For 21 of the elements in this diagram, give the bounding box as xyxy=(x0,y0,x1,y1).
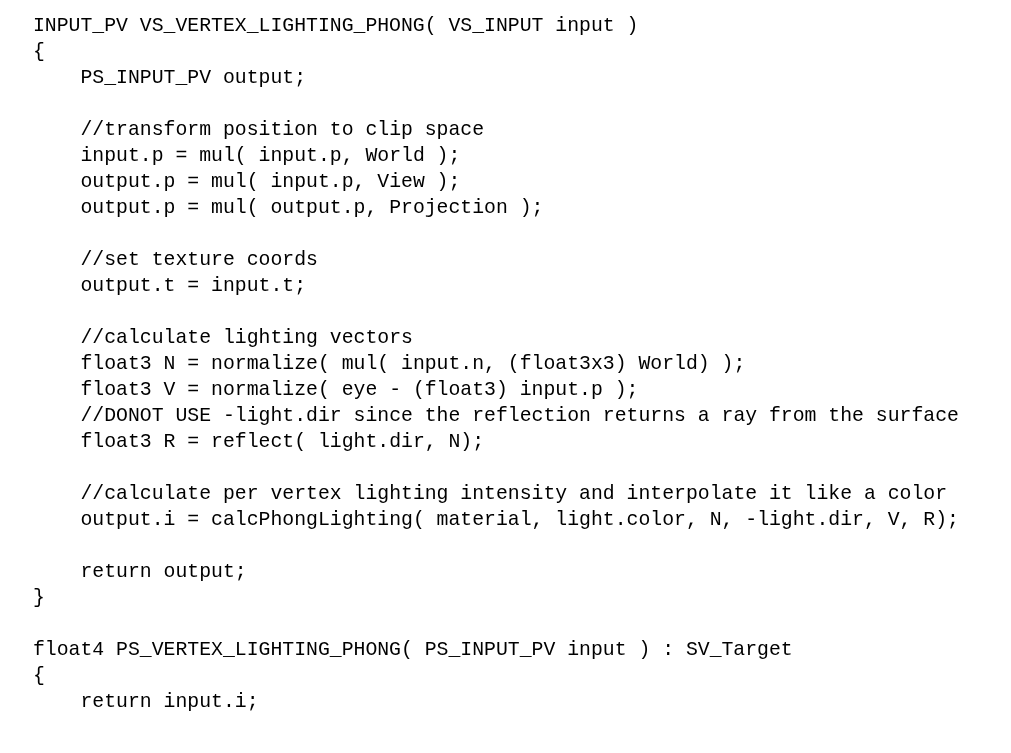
code-comment: //set texture coords xyxy=(80,248,318,273)
code-line: output.p = mul( input.p, View ); xyxy=(80,170,461,195)
code-line: PS_INPUT_PV output; xyxy=(80,66,307,91)
code-line: return input.i; xyxy=(80,690,259,715)
code-comment: //transform position to clip space xyxy=(80,118,485,143)
code-line: float3 N = normalize( mul( input.n, (float3x3) World) ); xyxy=(80,352,746,377)
code-line: output.t = input.t; xyxy=(80,274,307,299)
code-line: { xyxy=(33,664,45,689)
code-line: output.i = calcPhongLighting( material, light.color, N, -light.dir, V, R); xyxy=(80,508,959,533)
code-line: } xyxy=(33,586,45,611)
code-comment: //DONOT USE -light.dir since the reflection returns a ray from the surface xyxy=(80,404,959,429)
code-line: float4 PS_VERTEX_LIGHTING_PHONG( PS_INPUT_PV input ) : SV_Target xyxy=(33,638,793,663)
code-comment: //calculate lighting vectors xyxy=(80,326,413,351)
code-line: INPUT_PV VS_VERTEX_LIGHTING_PHONG( VS_INPUT input ) xyxy=(33,14,639,39)
code-line: return output; xyxy=(80,560,247,585)
code-comment: //calculate per vertex lighting intensity and interpolate it like a color xyxy=(80,482,948,507)
code-line: float3 V = normalize( eye - (float3) input.p ); xyxy=(80,378,639,403)
code-line: input.p = mul( input.p, World ); xyxy=(80,144,461,169)
code-line: { xyxy=(33,40,45,65)
code-line: float3 R = reflect( light.dir, N); xyxy=(80,430,485,455)
code-line: output.p = mul( output.p, Projection ); xyxy=(80,196,544,221)
